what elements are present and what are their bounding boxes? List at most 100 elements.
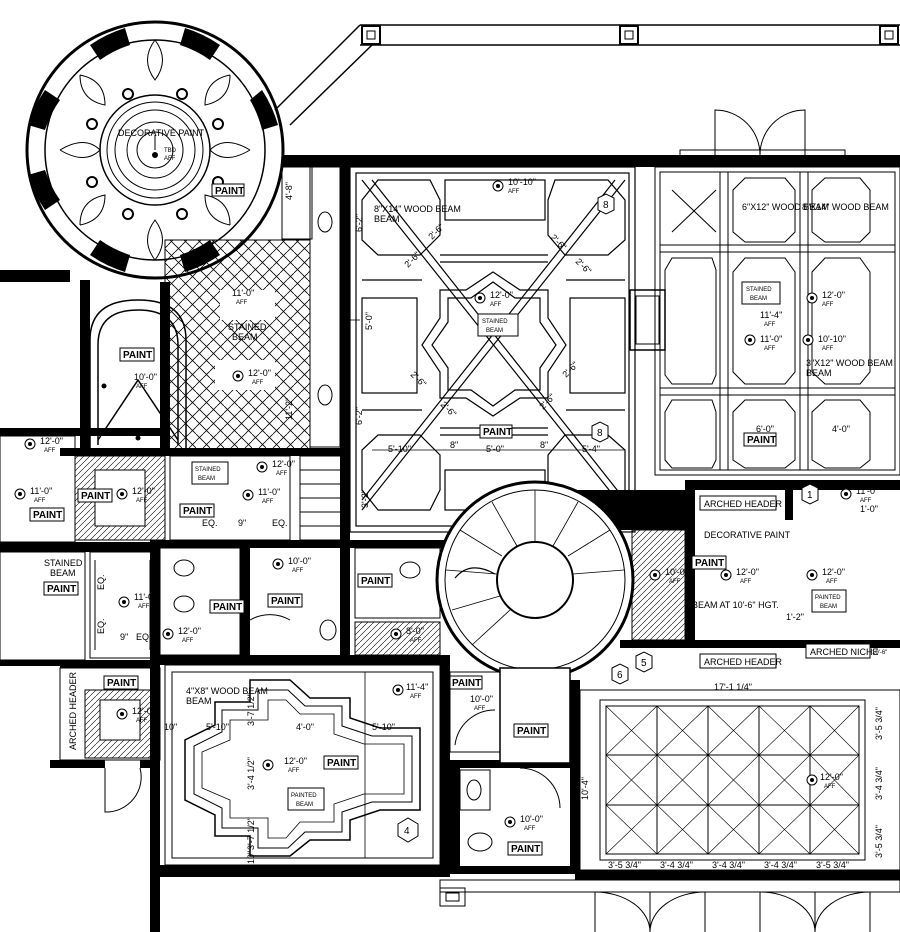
svg-text:PAINT: PAINT: [511, 844, 540, 855]
tag-8-bottom-label: 8: [597, 428, 603, 439]
cross-room-aff-11-4: AFF: [410, 694, 422, 700]
rotunda-tbd-label: TBD: [164, 148, 177, 154]
east-wing-beam-3x12: 3"X12" WOOD BEAM: [806, 358, 893, 368]
southwest-aff: AFF: [136, 718, 148, 724]
bath-height-10: 10'-0": [288, 556, 311, 566]
vestibule-paint-box: PAINT: [119, 347, 155, 362]
stair-side-height-10-b: 10'-0": [520, 814, 543, 824]
southwest-hall: [59, 667, 161, 813]
mid-dim-1-0-b: 1'-0": [746, 640, 764, 650]
svg-text:PAINT: PAINT: [327, 758, 356, 769]
east-wing-beam-3x12-2: BEAM: [806, 368, 832, 378]
west-height-12-a: 12'-0": [40, 436, 63, 446]
bath-aff-8: AFF: [410, 638, 422, 644]
small-hall-9: 9": [238, 518, 246, 528]
dim-2-6-e: 2'-6": [409, 369, 429, 389]
svg-text:PAINT: PAINT: [361, 576, 390, 587]
dim-6-2-bottom: 6'-2": [354, 407, 364, 425]
lower-left-eq-2: EQ.: [96, 618, 106, 634]
east-wing-height-10-10: 10'-10": [818, 334, 846, 344]
mid-aff-12-a: AFF: [740, 579, 752, 585]
small-hall-aff-12: AFF: [276, 471, 288, 477]
small-hall: [169, 455, 346, 541]
svg-text:ARCHED HEADER: ARCHED HEADER: [704, 657, 783, 667]
svg-text:PAINTED: PAINTED: [291, 793, 317, 799]
lower-left-lights: [118, 596, 174, 640]
corridor-strip: [281, 166, 341, 448]
lower-left-stained-beam: STAINED: [44, 558, 83, 568]
cross-room-beam-spec-2: BEAM: [186, 696, 212, 706]
svg-text:PAINT: PAINT: [452, 678, 481, 689]
arched-header-box-bottom: ARCHED HEADER: [699, 653, 783, 669]
svg-text:BEAM: BEAM: [198, 476, 215, 482]
dim-2-6-c: 2'-6": [549, 232, 569, 252]
cross-room-height-12: 12'-0": [284, 756, 307, 766]
east-wing-height-11-0: 11'-0": [760, 334, 782, 344]
spiral-stair: [435, 480, 635, 764]
corridor-height-12-0: 12'-0": [248, 368, 271, 378]
southeast-dim-r1: 3'-5 3/4": [874, 707, 884, 740]
dim-3-2: 3'-2": [360, 490, 370, 508]
east-wing-grid: [629, 166, 900, 476]
svg-text:STAINED: STAINED: [195, 467, 221, 473]
small-hall-aff-11: AFF: [262, 499, 274, 505]
svg-text:PAINT: PAINT: [123, 350, 152, 361]
east-wing-aff-12: AFF: [822, 302, 834, 308]
dim-2-6-h: 2'-6": [560, 360, 580, 380]
mid-height-10: 10'-0": [665, 567, 688, 577]
southeast-dim-r2: 3'-4 3/4": [874, 767, 884, 800]
mid-height-12-b: 12'-0": [822, 567, 845, 577]
great-hall-dim-lines: [345, 319, 625, 466]
svg-text:PAINT: PAINT: [107, 678, 136, 689]
east-wing-aff-10-10: AFF: [822, 346, 834, 352]
southeast-dim-17: 17'-1 1/4": [714, 682, 752, 692]
cross-room-dim-4-0: 4'-0": [296, 722, 314, 732]
east-wing-height-12: 12'-0": [822, 290, 845, 300]
svg-text:STAINED: STAINED: [746, 287, 772, 293]
vestibule-height: 10'-0": [134, 372, 157, 382]
svg-text:PAINTED: PAINTED: [815, 595, 841, 601]
southeast-dim-b3: 3'-4 3/4": [712, 860, 745, 870]
dim-5-0-left: 5'-0": [364, 312, 374, 330]
small-hall-eq-1: EQ.: [202, 518, 218, 528]
east-wing-aff-11-4: AFF: [764, 322, 776, 328]
vestibule-light-2: [135, 435, 141, 441]
great-hall-center-light: [474, 292, 486, 304]
cross-room-aff-12: AFF: [288, 768, 300, 774]
east-wing-height-11-4: 11'-4": [760, 310, 782, 320]
lower-left-eq-3: EQ.: [136, 632, 152, 642]
stair-side-paint-box-1: PAINT: [449, 675, 483, 690]
tag-4: [397, 817, 419, 843]
lower-left-eq-1: EQ.: [96, 574, 106, 590]
dim-2-6-f: 2'-6": [439, 399, 459, 419]
tag-8-top: [597, 193, 615, 215]
west-paint-box-2: PAINT: [77, 488, 113, 503]
mid-lights: [649, 488, 852, 581]
stair-side-aff-10: AFF: [474, 706, 486, 712]
great-hall-beam-spec-2: BEAM: [374, 214, 400, 224]
small-hall-height-12: 12'-0": [272, 459, 295, 469]
corridor-dim-4-8: 4'-8": [284, 182, 294, 200]
bath-aff-10: AFF: [292, 568, 304, 574]
cross-room: [164, 664, 441, 866]
stair-paint-box: PAINT: [513, 723, 549, 738]
small-hall-lights: [242, 461, 268, 501]
corridor-aff-12-0: AFF: [252, 380, 264, 386]
dim-5-4: 5'-4": [582, 444, 600, 454]
lower-left-height-11: 11'-0": [134, 592, 156, 602]
tag-1: [801, 483, 819, 505]
svg-text:PAINT: PAINT: [271, 596, 300, 607]
mid-height-12-a: 12'-0": [736, 567, 759, 577]
southeast-dim-b1: 3'-5 3/4": [608, 860, 641, 870]
cross-room-painted-beam-box: PAINTED BEAM: [287, 787, 325, 811]
southwest-height: 12'-0": [132, 706, 155, 716]
corridor-light: [232, 370, 244, 382]
south-doors: [439, 879, 900, 932]
west-aff-11-a: AFF: [34, 498, 46, 504]
southeast-light: [806, 774, 818, 786]
stair-side-paint-box-2: PAINT: [507, 841, 543, 856]
west-aff-12-b: AFF: [136, 498, 148, 504]
svg-text:BEAM: BEAM: [750, 296, 767, 302]
west-height-11-a: 11'-0": [30, 486, 52, 496]
svg-text:BEAM: BEAM: [296, 802, 313, 808]
